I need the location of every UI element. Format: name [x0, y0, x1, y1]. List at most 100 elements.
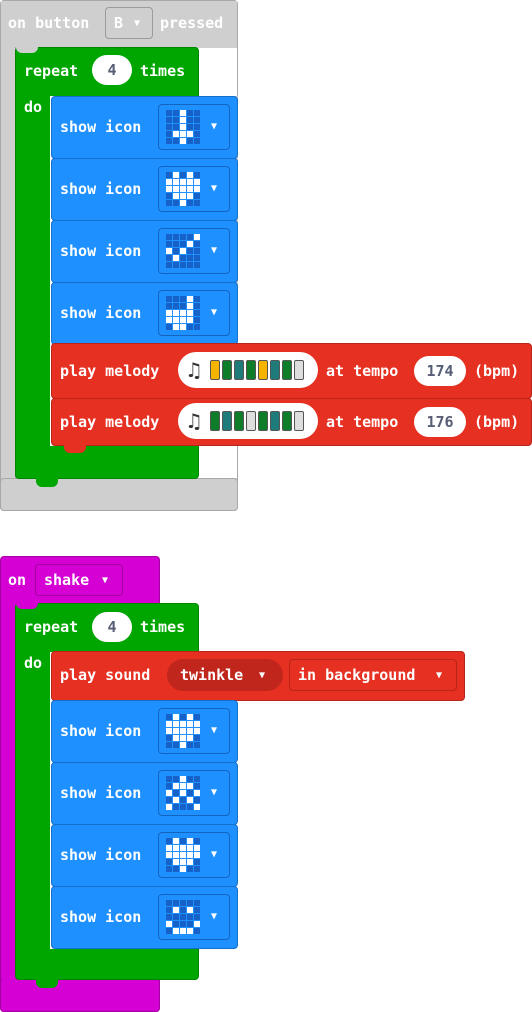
- tempo-input[interactable]: 174: [414, 356, 466, 386]
- led-cell: [180, 735, 186, 741]
- led-cell: [194, 914, 200, 920]
- led-cell: [187, 262, 193, 268]
- led-cell: [173, 296, 179, 302]
- tempo-input[interactable]: 176: [414, 407, 466, 437]
- led-cell: [180, 914, 186, 920]
- repeat-times-label: times: [140, 618, 186, 636]
- led-cell: [180, 179, 186, 185]
- led-cell: [187, 310, 193, 316]
- caret-down-icon: ▼: [259, 670, 266, 681]
- led-cell: [180, 248, 186, 254]
- led-cell: [173, 200, 179, 206]
- led-cell: [194, 138, 200, 144]
- event-bottom-cap-1[interactable]: [0, 478, 238, 511]
- led-cell: [187, 241, 193, 247]
- led-cell: [173, 714, 179, 720]
- icon-select[interactable]: ▼: [158, 228, 230, 274]
- sound-select-value: twinkle: [180, 666, 244, 684]
- event-prefix: on: [8, 571, 27, 589]
- led-cell: [194, 866, 200, 872]
- led-cell: [173, 324, 179, 330]
- led-cell: [194, 124, 200, 130]
- led-cell: [173, 728, 179, 734]
- show-icon-label: show icon: [60, 722, 142, 740]
- repeat-count-input[interactable]: 4: [92, 612, 132, 642]
- led-cell: [180, 900, 186, 906]
- led-cell: [180, 310, 186, 316]
- show-icon-block[interactable]: show icon ▼: [51, 700, 238, 763]
- show-icon-block[interactable]: show icon▼: [51, 158, 238, 221]
- show-icon-block[interactable]: show icon▼: [51, 886, 238, 949]
- led-cell: [180, 138, 186, 144]
- led-cell: [166, 317, 172, 323]
- icon-select[interactable]: ▼: [158, 708, 230, 754]
- background-mode-select[interactable]: in background ▼: [289, 659, 457, 691]
- led-cell: [187, 728, 193, 734]
- led-cell: [187, 838, 193, 844]
- led-cell: [173, 193, 179, 199]
- led-cell: [180, 859, 186, 865]
- icon-select[interactable]: ▼: [158, 290, 230, 336]
- melody-note-cell: [210, 360, 220, 380]
- led-cell: [180, 234, 186, 240]
- button-select[interactable]: B ▼: [105, 7, 153, 39]
- led-cell: [194, 783, 200, 789]
- show-icon-block[interactable]: show icon▼: [51, 824, 238, 887]
- led-cell: [180, 783, 186, 789]
- led-cell: [187, 790, 193, 796]
- show-icon-block[interactable]: show icon▼: [51, 762, 238, 825]
- led-cell: [194, 193, 200, 199]
- led-cell: [166, 262, 172, 268]
- melody-editor-1[interactable]: ♫: [178, 352, 318, 388]
- icon-select[interactable]: ▼: [158, 894, 230, 940]
- show-icon-label: show icon: [60, 118, 142, 136]
- led-cell: [173, 138, 179, 144]
- sound-select[interactable]: twinkle ▼: [167, 659, 283, 691]
- led-cell: [180, 866, 186, 872]
- led-matrix-icon: [166, 296, 202, 332]
- led-cell: [166, 714, 172, 720]
- show-icon-block[interactable]: show icon ▼: [51, 96, 238, 159]
- led-cell: [166, 172, 172, 178]
- led-cell: [194, 186, 200, 192]
- led-cell: [180, 124, 186, 130]
- led-cell: [166, 907, 172, 913]
- melody-note-cell: [258, 411, 268, 431]
- led-matrix-icon: [166, 714, 202, 750]
- led-cell: [180, 324, 186, 330]
- repeat-times-label: times: [140, 62, 186, 80]
- icon-select[interactable]: ▼: [158, 104, 230, 150]
- melody-editor-2[interactable]: ♫: [178, 403, 318, 439]
- gesture-select[interactable]: shake ▼: [35, 564, 123, 596]
- led-cell: [194, 838, 200, 844]
- caret-down-icon: ▼: [211, 725, 218, 736]
- led-cell: [194, 928, 200, 934]
- led-cell: [166, 776, 172, 782]
- event-bottom-cap-2[interactable]: [0, 978, 160, 1012]
- icon-select[interactable]: ▼: [158, 770, 230, 816]
- led-cell: [180, 186, 186, 192]
- icon-select[interactable]: ▼: [158, 832, 230, 878]
- led-cell: [194, 735, 200, 741]
- icon-select[interactable]: ▼: [158, 166, 230, 212]
- led-cell: [194, 310, 200, 316]
- led-cell: [194, 859, 200, 865]
- show-icon-block[interactable]: show icon▼: [51, 220, 238, 283]
- led-cell: [173, 117, 179, 123]
- led-cell: [187, 186, 193, 192]
- repeat-count-input[interactable]: 4: [92, 55, 132, 85]
- led-cell: [166, 248, 172, 254]
- show-icon-block[interactable]: show icon▼: [51, 282, 238, 345]
- led-cell: [194, 790, 200, 796]
- melody-note-cell: [222, 360, 232, 380]
- led-cell: [180, 241, 186, 247]
- led-cell: [187, 914, 193, 920]
- led-cell: [173, 303, 179, 309]
- repeat-top-notch: [16, 603, 38, 609]
- led-cell: [166, 804, 172, 810]
- led-cell: [180, 921, 186, 927]
- event-left-rail-2: [1, 600, 16, 990]
- caret-down-icon: ▼: [211, 183, 218, 194]
- caret-down-icon: ▼: [211, 911, 218, 922]
- melody-note-cell: [222, 411, 232, 431]
